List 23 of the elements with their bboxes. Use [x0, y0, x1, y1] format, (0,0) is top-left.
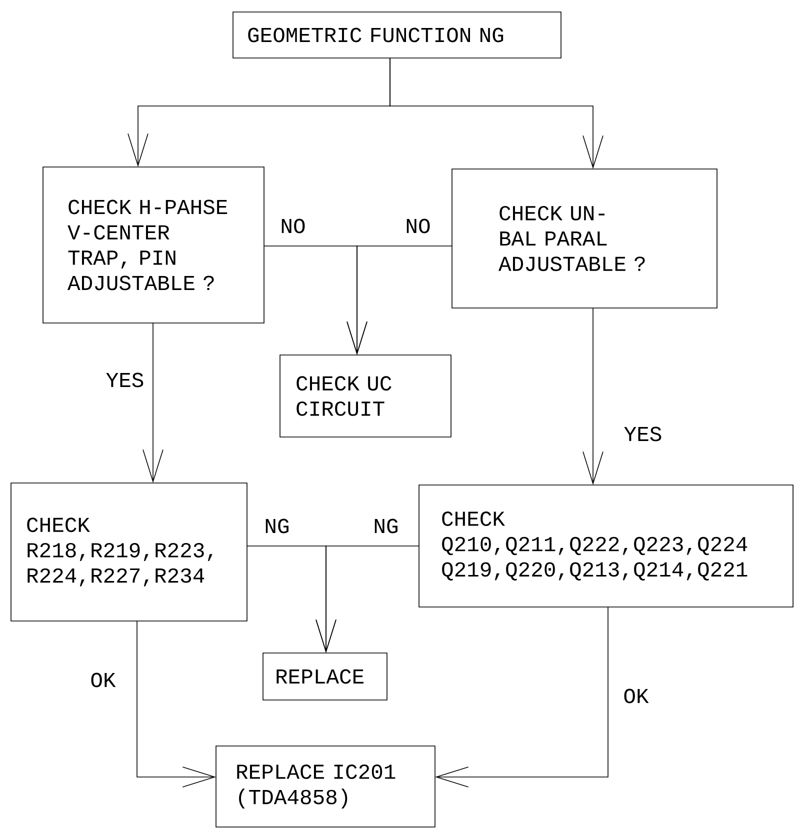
edge-label: NO: [278, 217, 308, 235]
process-box: CHECK Q210,Q211,Q222,Q223,Q224 Q219,Q220,Q213,Q214,Q221: [418, 484, 794, 608]
edge-label: NG: [262, 517, 292, 535]
process-box: CHECK UN-BAL PARAL ADJUSTABLE ?: [452, 168, 718, 308]
arrow: [390, 58, 604, 169]
process-box: REPLACE IC201 (TDA4858): [216, 746, 436, 828]
process-box: CHECK UC CIRCUIT: [280, 354, 452, 438]
arrow: [316, 546, 420, 653]
edge-label: NG: [372, 517, 400, 535]
process-box: CHECK H-PAHSE V-CENTER TRAP, PIN ADJUSTABLE ?: [42, 166, 264, 324]
arrow: [142, 322, 164, 483]
arrow: [346, 246, 452, 355]
edge-label: NO: [404, 217, 432, 235]
edge-label: YES: [622, 425, 664, 443]
arrow: [435, 606, 608, 788]
edge-label: OK: [88, 671, 118, 689]
arrow: [136, 620, 216, 788]
arrow: [582, 308, 604, 485]
edge-label: OK: [622, 687, 650, 705]
process-box: REPLACE: [262, 652, 388, 700]
edge-label: YES: [104, 371, 146, 389]
process-box: GEOMETRIC FUNCTION NG: [232, 12, 562, 58]
process-box: CHECK R218,R219,R223, R224,R227,R234: [10, 482, 248, 622]
